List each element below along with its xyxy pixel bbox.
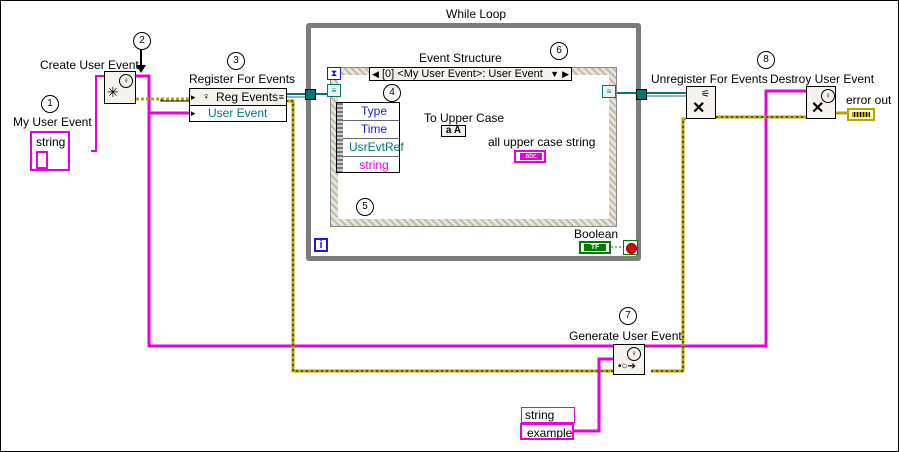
user-event-terminal-text: User Event xyxy=(208,106,268,120)
generate-bulb-icon: ♀ xyxy=(627,347,641,361)
event-data-time: Time xyxy=(343,121,399,139)
stop-button-icon[interactable] xyxy=(623,240,638,255)
reg-events-row: ▸ ♀ Reg Events ≡ xyxy=(190,90,286,106)
event-data-usrevtref: UsrEvtRef xyxy=(343,139,404,157)
case-selector-text: [0] <My User Event>: User Event xyxy=(382,68,543,80)
boolean-control[interactable]: TF xyxy=(579,241,611,254)
error-wire-1-shadow xyxy=(160,99,189,102)
user-event-bulb-icon: ♀ xyxy=(119,74,133,88)
reg-events-bulb-icon: ♀ xyxy=(202,91,211,103)
destroy-bulb-icon: ♀ xyxy=(821,89,835,103)
user-event-terminal-row: ▸ User Event xyxy=(190,106,286,121)
generate-user-event-node[interactable]: ♀ •○➔ xyxy=(613,344,645,375)
to-upper-case-label: To Upper Case xyxy=(424,111,505,125)
boolean-tf: TF xyxy=(584,244,606,251)
user-event-refnum-wire xyxy=(136,74,613,348)
event-case-selector[interactable]: ◀ [0] <My User Event>: User Event ▼ ▶ xyxy=(369,67,572,81)
my-user-event-string-type: string xyxy=(36,135,66,149)
dynamic-event-terminal-out: ≡ xyxy=(602,85,616,98)
user-event-star-icon: ✳ xyxy=(107,84,119,100)
example-string-control[interactable]: example xyxy=(520,423,574,440)
callout-5: 5 xyxy=(356,198,374,216)
register-for-events-label: Register For Events xyxy=(189,72,296,86)
boolean-label: Boolean xyxy=(574,227,619,241)
my-user-event-string-icon xyxy=(36,151,48,169)
unregister-for-events-node[interactable]: ✕ ⚟ xyxy=(686,86,716,119)
create-user-event-node[interactable]: ✳ ♀ xyxy=(104,71,136,104)
dynamic-event-terminal: ≡ xyxy=(327,84,341,97)
event-data-node-bar xyxy=(337,103,343,172)
register-for-events-node[interactable]: ▸ ♀ Reg Events ≡ ▸ User Event xyxy=(189,88,287,122)
error-out-indicator[interactable] xyxy=(847,108,875,121)
callout-2-arrowhead xyxy=(136,65,146,73)
case-next-arrow-icon[interactable]: ▶ xyxy=(562,69,569,79)
generate-arrow-icon: •○➔ xyxy=(618,361,636,372)
event-data-node: Type Time UsrEvtRef string xyxy=(336,102,404,173)
to-upper-case-node[interactable]: a A xyxy=(441,125,466,137)
unregister-x-icon: ✕ xyxy=(692,100,706,117)
reg-events-text: Reg Events xyxy=(216,90,279,104)
callout-8: 8 xyxy=(757,51,775,69)
destroy-user-event-label: Destroy User Event xyxy=(770,72,875,86)
string-type-wire xyxy=(91,75,104,152)
upper-case-string-indicator[interactable]: abc xyxy=(514,150,546,163)
callout-3: 3 xyxy=(227,52,245,70)
callout-7: 7 xyxy=(619,307,637,325)
unregister-signal-icon: ⚟ xyxy=(701,89,710,100)
while-loop-label: While Loop xyxy=(446,7,507,21)
create-user-event-label: Create User Event xyxy=(40,58,139,72)
my-user-event-label: My User Event xyxy=(13,115,92,129)
left-loop-tunnel xyxy=(305,89,316,100)
callout-4: 4 xyxy=(383,84,401,102)
destroy-user-event-node[interactable]: ✕ ♀ xyxy=(806,86,836,119)
example-string-label: string xyxy=(521,407,575,423)
hourglass-icon: ⧗ xyxy=(327,67,341,80)
callout-1: 1 xyxy=(41,95,59,113)
generate-user-event-label: Generate User Event xyxy=(569,329,682,343)
error-wire-3-dash xyxy=(651,119,684,372)
while-loop-frame xyxy=(306,23,641,261)
case-prev-arrow-icon[interactable]: ◀ xyxy=(372,69,379,79)
loop-iteration-terminal: i xyxy=(314,238,328,252)
event-structure-label: Event Structure xyxy=(419,51,502,65)
unregister-for-events-label: Unregister For Events xyxy=(651,72,768,86)
case-dropdown-arrow-icon[interactable]: ▼ xyxy=(550,69,559,79)
event-data-string: string xyxy=(359,158,389,172)
all-upper-case-label: all upper case string xyxy=(488,135,596,149)
example-string-wire xyxy=(574,357,613,433)
example-string-value: example xyxy=(527,426,573,440)
destroy-x-icon: ✕ xyxy=(811,100,825,117)
event-data-type: Type xyxy=(343,103,399,121)
indicator-abc: abc xyxy=(520,153,542,160)
user-event-to-destroy-wire xyxy=(613,89,806,348)
callout-6: 6 xyxy=(550,42,568,60)
callout-2: 2 xyxy=(133,32,151,50)
error-out-label: error out xyxy=(846,93,892,107)
my-user-event-cluster[interactable]: string xyxy=(30,131,70,171)
right-loop-tunnel xyxy=(636,89,647,100)
error-wire-2-dash xyxy=(286,100,613,372)
